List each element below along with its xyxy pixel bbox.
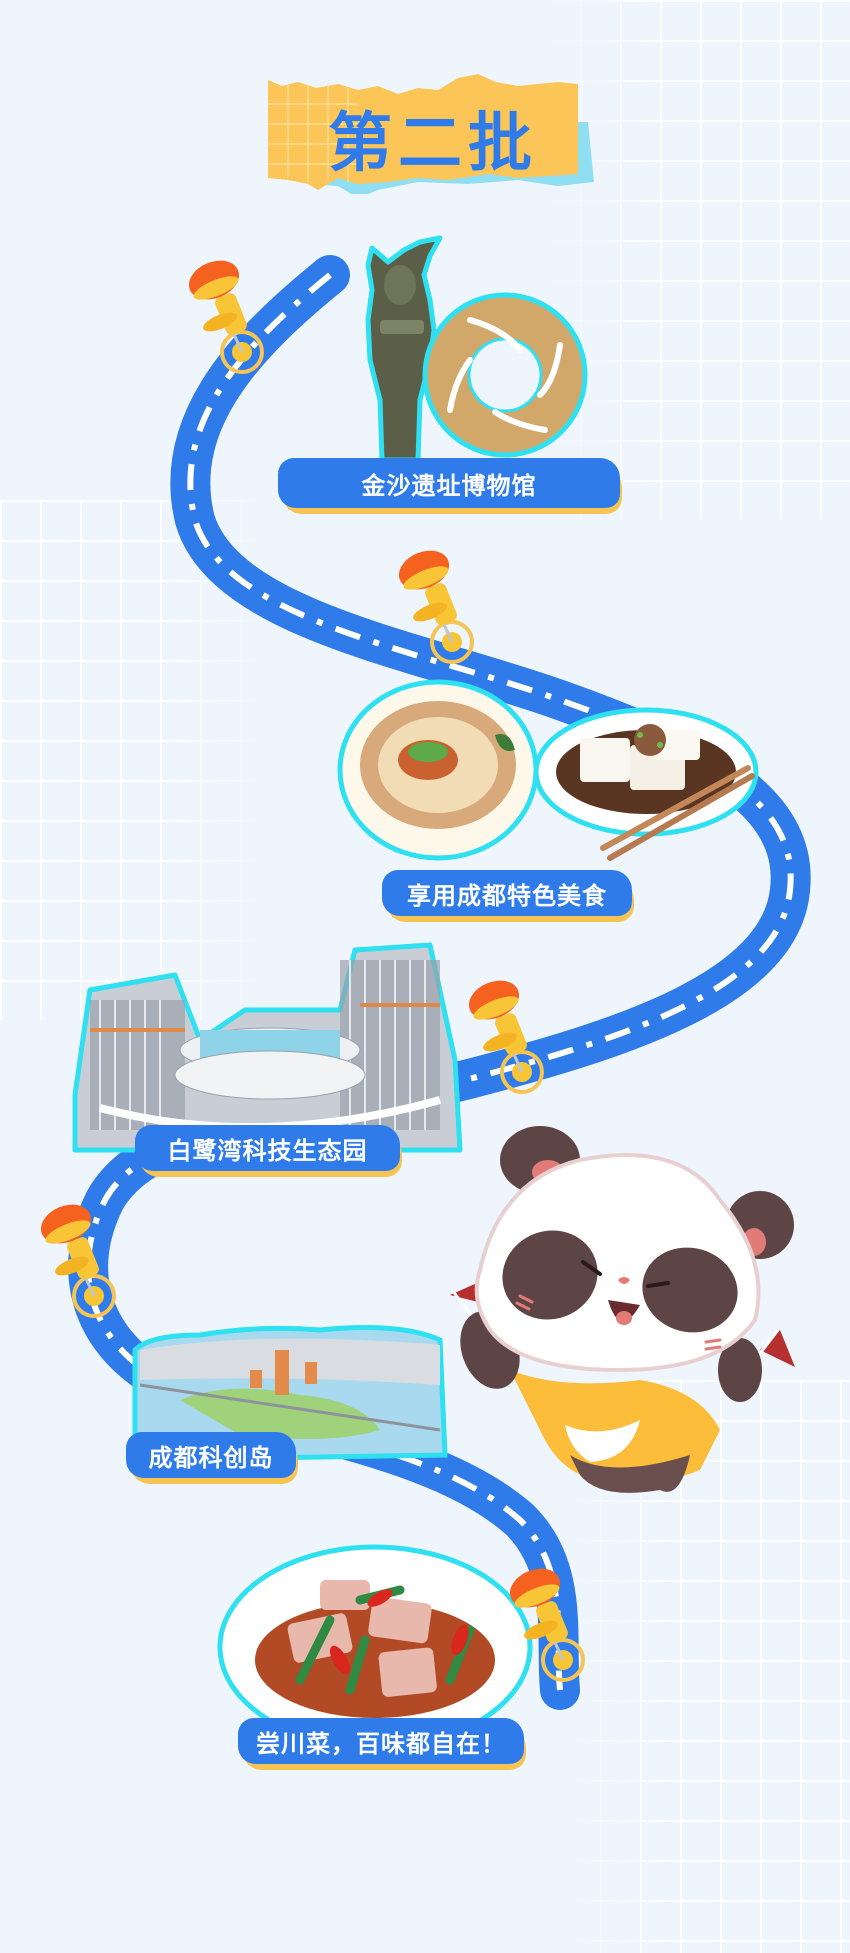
pin-3-icon (461, 971, 544, 1094)
stop-label-food[interactable]: 享用成都特色美食 (382, 870, 634, 922)
stop-label-bailuwan[interactable]: 白鹭湾科技生态园 (135, 1125, 402, 1177)
noodle-bowl-icon (337, 679, 539, 861)
stop-label-text: 白鹭湾科技生态园 (167, 1136, 368, 1165)
pin-4-icon (33, 1195, 117, 1318)
stop-label-kechuang[interactable]: 成都科创岛 (126, 1432, 298, 1484)
mapo-tofu-plate-icon (533, 707, 759, 861)
stop-label-text: 享用成都特色美食 (407, 881, 607, 910)
sun-bird-disc-icon (422, 292, 588, 458)
stop-label-jinsha[interactable]: 金沙遗址博物馆 (278, 458, 622, 514)
page-title: 第二批 (328, 107, 538, 181)
pin-5-icon (502, 1559, 585, 1682)
title-banner: 第二批 (268, 74, 598, 194)
pin-2-icon (391, 541, 474, 664)
flag-right-icon (760, 1330, 795, 1367)
stop-label-text: 成都科创岛 (148, 1443, 274, 1472)
pin-1-icon (181, 251, 264, 374)
torn-paper-icon (268, 74, 594, 194)
stop-label-text: 尝川菜，百味都自在！ (256, 1729, 506, 1758)
stop-label-text: 金沙遗址博物馆 (361, 471, 537, 500)
stop-label-sichuan[interactable]: 尝川菜，百味都自在！ (238, 1718, 526, 1770)
